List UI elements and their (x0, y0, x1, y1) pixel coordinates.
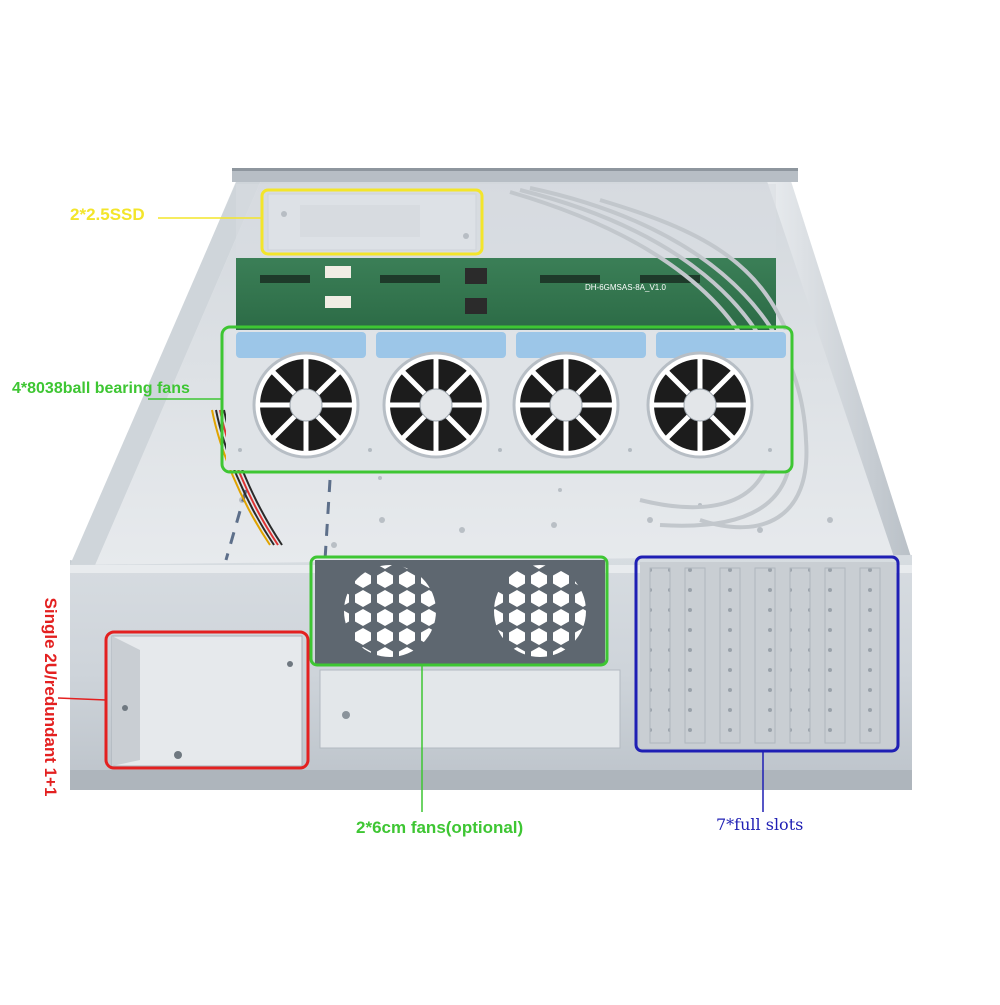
ssd-label: 2*2.5SSD (70, 205, 145, 224)
fan-wall-vent-holes (238, 448, 772, 452)
fan-shrouds (236, 332, 786, 358)
chassis-right-wall (766, 178, 912, 560)
slots-highlight-box (634, 555, 900, 753)
slots-label: 7*full slots (716, 815, 804, 834)
rear-panel-bottom-edge (70, 770, 912, 790)
small-fans-label: 2*6cm fans(optional) (356, 818, 524, 837)
backplane-silkscreen: DH-6GMSAS-8A_V1.0 (585, 283, 666, 292)
floor-mount-holes (239, 476, 833, 548)
psu-label-wrapper: Single 2U/redundant 1+1 (38, 592, 62, 802)
small-fan-vent-left (344, 565, 436, 657)
cooling-fan (512, 351, 620, 459)
fans-label: 4*8038ball bearing fans (12, 380, 190, 397)
cooling-fan (382, 351, 490, 459)
small-fan-vent-right (494, 565, 586, 657)
ssd-highlight-box (260, 188, 484, 256)
psu-leader-line (57, 697, 107, 701)
psu-label: Single 2U/redundant 1+1 (41, 597, 60, 797)
ssd-cage-floor (236, 184, 776, 256)
psu-bay-opening (111, 635, 303, 767)
expansion-slots (640, 562, 896, 748)
chassis-rear-lip (232, 168, 798, 182)
small-fans-highlight-box (309, 555, 609, 667)
io-cutout (319, 669, 621, 749)
floor-standoff-lines (224, 479, 332, 561)
fan-bay (252, 351, 754, 459)
chassis-left-wall-face (70, 178, 262, 565)
cooling-fan (252, 351, 360, 459)
backplane-connectors (260, 266, 700, 314)
cooling-fan (646, 351, 754, 459)
